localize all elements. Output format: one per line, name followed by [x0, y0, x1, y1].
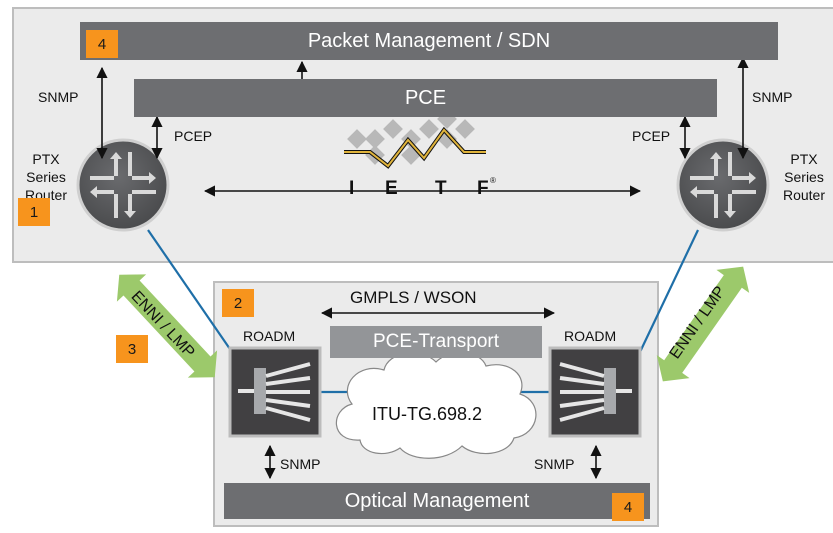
- enni-arrow-right: [656, 266, 750, 382]
- pcep-label-right: PCEP: [632, 128, 671, 144]
- ietf-letter-f: F: [477, 178, 489, 199]
- roadm-right: [548, 346, 642, 438]
- ietf-registered: ®: [490, 176, 496, 185]
- pce-transport-bar: PCE-Transport: [330, 326, 542, 358]
- router-left: [76, 138, 170, 232]
- pce-label: PCE: [404, 86, 447, 109]
- optical-management-badge: 4: [612, 493, 644, 521]
- roadm-label-left: ROADM: [243, 328, 296, 344]
- ietf-letter-i: I: [349, 178, 355, 199]
- packet-management-bar: Packet Management / SDN: [80, 22, 778, 60]
- ietf-letter-e: E: [385, 178, 398, 199]
- ietf-letter-t: T: [435, 178, 447, 199]
- snmp-label-right: SNMP: [752, 89, 793, 105]
- pce-transport-label: PCE-Transport: [373, 331, 499, 352]
- ietf-logo: [344, 109, 486, 169]
- gmpls-label: GMPLS / WSON: [350, 288, 477, 307]
- itu-cloud: [335, 352, 537, 459]
- snmp-label-roadm-right: SNMP: [534, 456, 575, 472]
- optical-management-bar: Optical Management: [224, 483, 650, 519]
- pcep-label-left: PCEP: [174, 128, 213, 144]
- snmp-label-roadm-left: SNMP: [280, 456, 321, 472]
- enni-badge-3: 3: [116, 335, 148, 363]
- snmp-label-left: SNMP: [38, 89, 79, 105]
- packet-management-badge: 4: [86, 30, 118, 58]
- router-right: [676, 138, 770, 232]
- itu-label: ITU-TG.698.2: [372, 404, 483, 424]
- enni-arrow-left: [116, 274, 218, 378]
- fiber-link-left: [147, 229, 233, 353]
- domain-badge-2: 2: [222, 289, 254, 317]
- pce-bar: PCE: [134, 79, 717, 117]
- roadm-left: [228, 346, 322, 438]
- optical-management-label: Optical Management: [344, 489, 530, 512]
- roadm-label-right: ROADM: [564, 328, 617, 344]
- packet-management-label: Packet Management / SDN: [307, 29, 551, 52]
- fiber-link-right: [639, 229, 699, 353]
- domain-badge-1: 1: [18, 198, 50, 226]
